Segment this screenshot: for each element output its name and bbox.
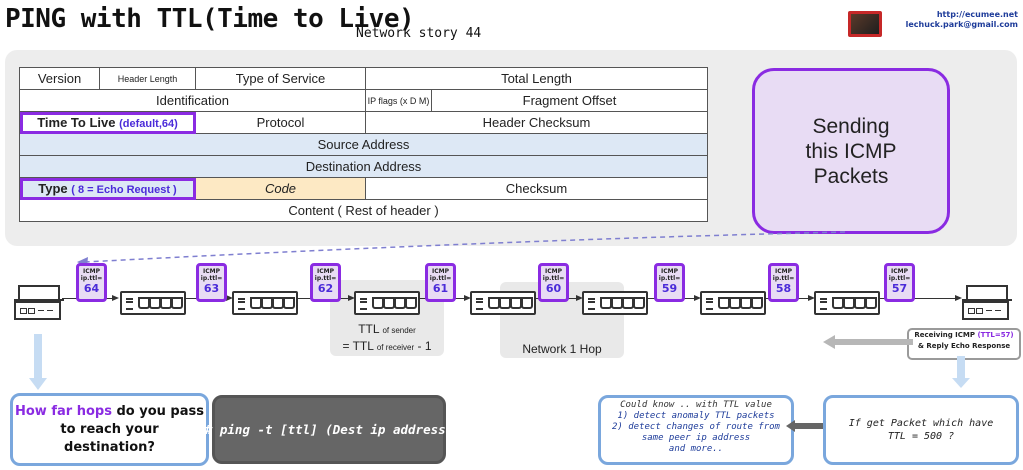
- type-note: ( 8 = Echo Request ): [71, 184, 177, 196]
- receiver-host-icon: [962, 285, 1012, 320]
- field-identification: Identification: [19, 89, 366, 112]
- hops-rest: do you pass to reach your destination?: [60, 403, 204, 455]
- sender-host-icon: [14, 285, 64, 320]
- field-fragment-offset: Fragment Offset: [431, 89, 708, 112]
- ttl-default: (default,64): [119, 118, 178, 130]
- left-arrow-icon: [786, 420, 826, 432]
- router-icon: [814, 291, 880, 315]
- ttl-label: Time To Live: [37, 115, 116, 130]
- field-content: Content ( Rest of header ): [19, 199, 708, 222]
- ttl-badge-value: 57: [891, 282, 908, 295]
- field-destination-address: Destination Address: [19, 155, 708, 178]
- ttl-question-box: If get Packet which have TTL = 500 ?: [823, 395, 1019, 465]
- field-protocol: Protocol: [195, 111, 366, 134]
- ttl-uses-box: Could know .. with TTL value 1) detect a…: [598, 395, 794, 465]
- down-arrow-icon: [29, 334, 47, 390]
- hops-question-box: How far hops do you pass to reach your d…: [10, 393, 209, 466]
- field-type-of-service: Type of Service: [195, 67, 366, 90]
- field-total-length: Total Length: [365, 67, 708, 90]
- page-title: PING with TTL(Time to Live): [5, 4, 415, 34]
- ttl-badge-value: 63: [203, 282, 220, 295]
- field-header-length: Header Length: [99, 67, 196, 90]
- field-checksum: Checksum: [365, 177, 708, 200]
- ttl-badge-value: 62: [317, 282, 334, 295]
- router-icon: [232, 291, 298, 315]
- router-icon: [700, 291, 766, 315]
- ttl-badge-value: 64: [83, 282, 100, 295]
- router-icon: [470, 291, 536, 315]
- reply-arrow-icon: [823, 335, 913, 349]
- field-header-checksum: Header Checksum: [365, 111, 708, 134]
- field-type: Type ( 8 = Echo Request ): [19, 177, 196, 200]
- ttl-rule-line-2: = TTL of receiver - 1: [342, 339, 432, 353]
- field-version: Version: [19, 67, 100, 90]
- field-source-address: Source Address: [19, 133, 708, 156]
- type-label: Type: [38, 181, 68, 196]
- author-email[interactable]: lechuck.park@gmail.com: [905, 20, 1018, 29]
- router-icon: [582, 291, 648, 315]
- author-contact: http://ecumee.net lechuck.park@gmail.com: [882, 10, 1018, 30]
- sending-icmp-box: Sending this ICMP Packets: [752, 68, 950, 234]
- network-hop-label: Network 1 Hop: [522, 342, 602, 356]
- field-time-to-live: Time To Live (default,64): [19, 111, 196, 134]
- ttl-rule-line-1: TTL of sender: [358, 322, 416, 336]
- ip-header-table: Version Header Length Type of Service To…: [19, 67, 708, 222]
- author-logo: [848, 11, 882, 37]
- hops-highlight: How far hops: [15, 403, 112, 419]
- sending-label: Sending this ICMP Packets: [805, 114, 897, 188]
- field-ip-flags: IP flags (x D M): [365, 89, 432, 112]
- page-subtitle: Network story 44: [356, 26, 482, 41]
- ttl-badge-value: 61: [432, 282, 449, 295]
- author-url[interactable]: http://ecumee.net: [936, 10, 1018, 19]
- ttl-badge-value: 58: [775, 282, 792, 295]
- ping-command-box: # ping -t [ttl] (Dest ip address): [205, 395, 453, 464]
- ttl-badge-value: 60: [545, 282, 562, 295]
- router-icon: [354, 291, 420, 315]
- down-arrow-icon: [952, 356, 970, 388]
- field-code: Code: [195, 177, 366, 200]
- router-icon: [120, 291, 186, 315]
- ttl-badge-value: 59: [661, 282, 678, 295]
